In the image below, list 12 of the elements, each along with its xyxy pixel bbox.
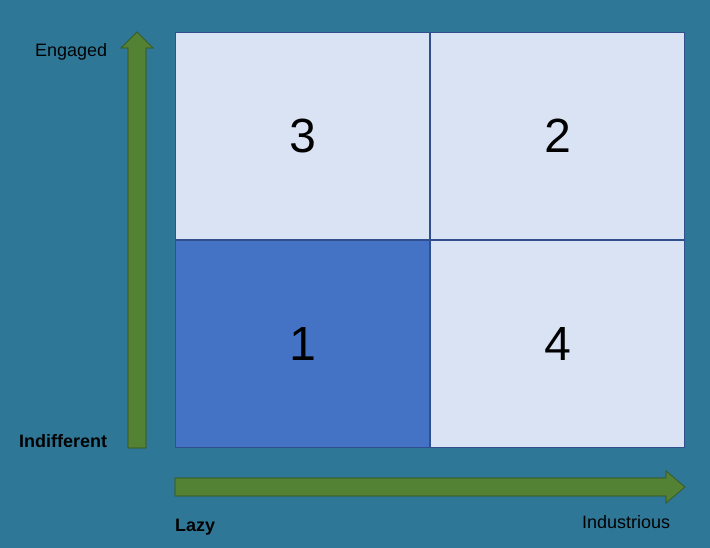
quadrant-number: 2 [544,108,571,164]
quadrant-number: 1 [289,316,316,372]
axis-label: Lazy [175,515,216,536]
quadrant-cell [430,32,685,240]
quadrant-cell [175,32,430,240]
axis-label: Indifferent [19,431,107,452]
axis-label: Industrious [582,512,670,533]
quadrant-cell [175,240,430,448]
quadrant-cell [430,240,685,448]
quadrant-number: 3 [289,108,316,164]
quadrant-number: 4 [544,316,571,372]
axis-label: Engaged [35,40,108,61]
